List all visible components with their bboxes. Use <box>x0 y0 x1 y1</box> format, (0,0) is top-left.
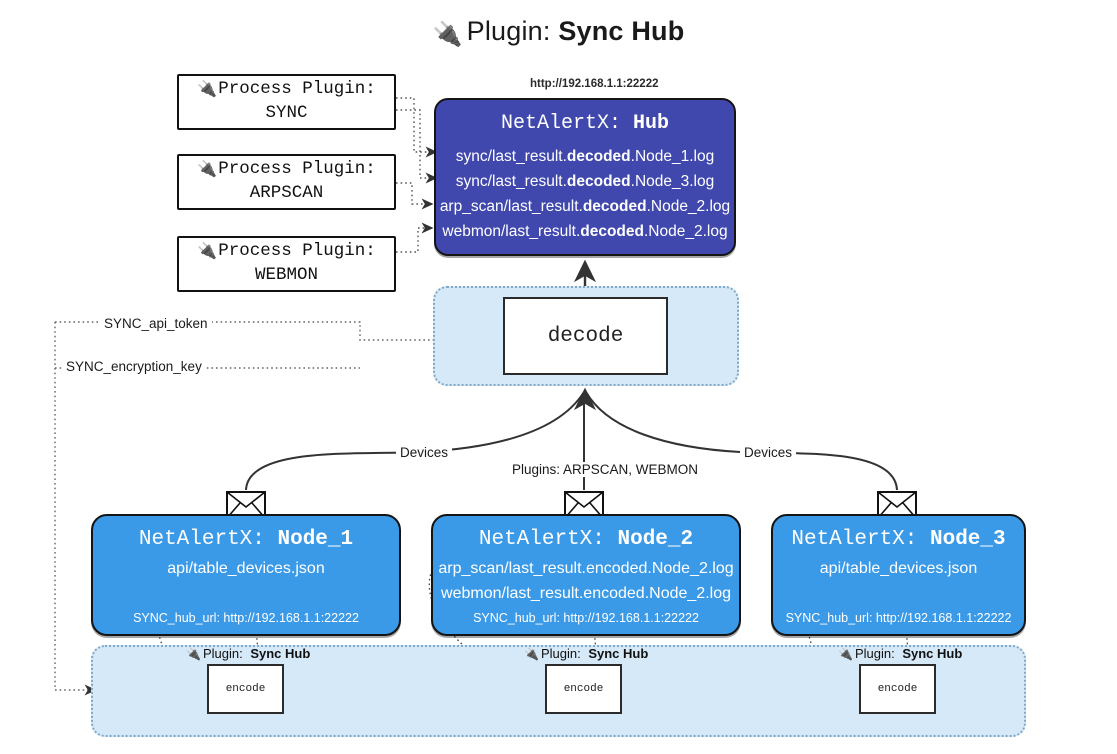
node-title-prefix: NetAlertX: <box>478 528 605 551</box>
process-plugin-label: Process Plugin: <box>218 241 376 262</box>
node-foot: SYNC_hub_url: http://192.168.1.1:22222 <box>133 611 359 625</box>
plugins-center-label: Plugins: ARPSCAN, WEBMON <box>508 462 703 477</box>
node-title-name: Node_3 <box>930 528 1006 551</box>
node-line: webmon/last_result.encoded.Node_2.log <box>441 584 731 602</box>
encode-box-2[interactable]: encode <box>545 664 622 714</box>
hub-log-line: webmon/last_result.decoded.Node_2.log <box>442 223 728 241</box>
node-2[interactable]: NetAlertX: Node_2 arp_scan/last_result.e… <box>431 514 741 636</box>
page-title-prefix: Plugin: <box>466 16 551 46</box>
encode-box-3[interactable]: encode <box>859 664 936 714</box>
node-title: NetAlertX: Node_3 <box>791 528 1005 551</box>
encode-box-1[interactable]: encode <box>207 664 284 714</box>
process-plugin-name: SYNC <box>265 103 308 123</box>
devices-right-label: Devices <box>740 445 797 460</box>
process-plugin-webmon[interactable]: 🔌Process Plugin: WEBMON <box>177 236 396 292</box>
encode-label: encode <box>225 683 266 695</box>
node-line: arp_scan/last_result.encoded.Node_2.log <box>438 560 734 577</box>
encode-label: encode <box>563 683 604 695</box>
node-title-prefix: NetAlertX: <box>791 528 918 551</box>
hub-url-label: http://192.168.1.1:22222 <box>530 78 659 90</box>
process-plugin-sync[interactable]: 🔌Process Plugin: SYNC <box>177 74 396 130</box>
hub-log-line: arp_scan/last_result.decoded.Node_2.log <box>439 198 731 216</box>
sync-encryption-key-label: SYNC_encryption_key <box>62 359 206 374</box>
envelope-icon <box>877 491 917 519</box>
node-title-name: Node_1 <box>277 528 354 551</box>
process-plugin-label: Process Plugin: <box>218 79 376 100</box>
plug-icon: 🔌 <box>838 646 853 661</box>
hub-log-line: sync/last_result.decoded.Node_1.log <box>455 148 715 165</box>
hub-node[interactable]: NetAlertX: Hub sync/last_result.decoded.… <box>434 98 736 256</box>
node-title: NetAlertX: Node_2 <box>479 528 693 551</box>
plug-icon: 🔌 <box>197 161 218 179</box>
process-plugin-arpscan[interactable]: 🔌Process Plugin: ARPSCAN <box>177 154 396 210</box>
devices-left-label: Devices <box>396 445 453 460</box>
node-1[interactable]: NetAlertX: Node_1 api/table_devices.json… <box>91 514 401 636</box>
node-title-name: Node_2 <box>617 528 694 551</box>
plug-icon: 🔌 <box>432 21 463 48</box>
page-title-name: Sync Hub <box>558 16 685 46</box>
node-line: api/table_devices.json <box>819 560 978 577</box>
encode-plugin-label-1: 🔌Plugin: Sync Hub <box>186 646 311 661</box>
encode-plugin-label-2: 🔌Plugin: Sync Hub <box>524 646 649 661</box>
node-title: NetAlertX: Node_1 <box>139 528 353 551</box>
node-title-prefix: NetAlertX: <box>138 528 265 551</box>
node-line: api/table_devices.json <box>167 560 325 577</box>
page-title: 🔌Plugin: Sync Hub <box>0 16 1117 49</box>
hub-title-prefix: NetAlertX: <box>500 112 621 135</box>
hub-title-name: Hub <box>633 112 670 135</box>
plug-icon: 🔌 <box>186 646 201 661</box>
decode-box[interactable]: decode <box>503 297 668 375</box>
process-plugin-name: WEBMON <box>254 265 318 285</box>
encode-plugin-label-3: 🔌Plugin: Sync Hub <box>838 646 963 661</box>
node-3[interactable]: NetAlertX: Node_3 api/table_devices.json… <box>771 514 1026 636</box>
decode-label: decode <box>547 324 624 348</box>
plug-icon: 🔌 <box>524 646 539 661</box>
hub-title: NetAlertX: Hub <box>501 112 669 135</box>
process-plugin-label: Process Plugin: <box>218 159 376 180</box>
encode-label: encode <box>877 683 918 695</box>
node-foot: SYNC_hub_url: http://192.168.1.1:22222 <box>473 611 699 625</box>
plug-icon: 🔌 <box>197 243 218 261</box>
plug-icon: 🔌 <box>197 81 218 99</box>
process-plugin-name: ARPSCAN <box>249 183 324 203</box>
node-foot: SYNC_hub_url: http://192.168.1.1:22222 <box>785 611 1012 625</box>
sync-api-token-label: SYNC_api_token <box>100 316 212 331</box>
hub-log-line: sync/last_result.decoded.Node_3.log <box>455 173 715 191</box>
